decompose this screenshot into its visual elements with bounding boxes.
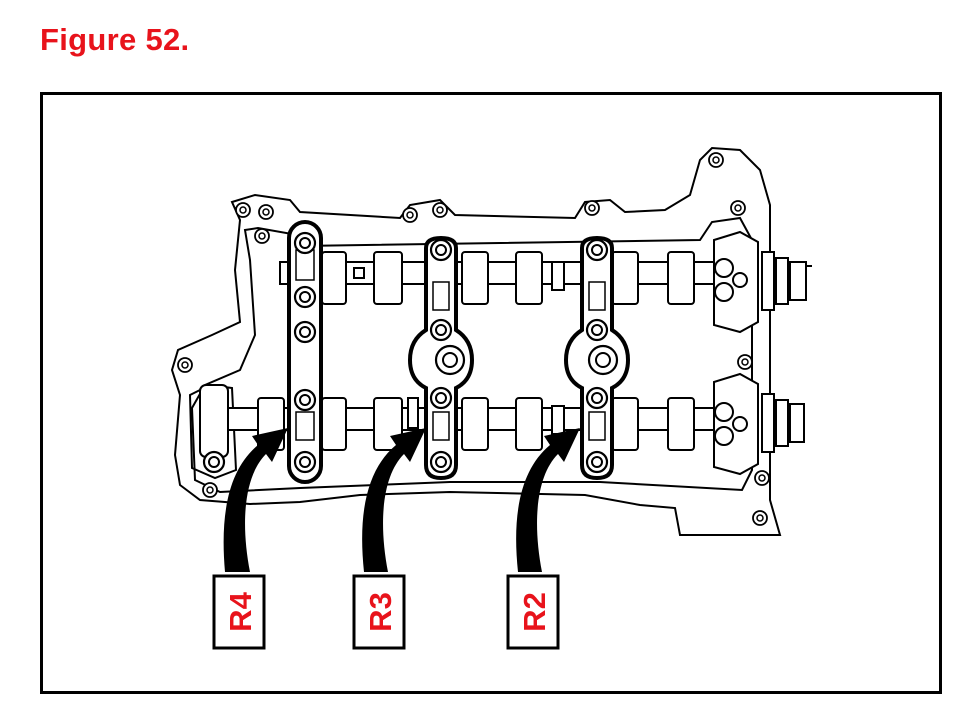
label-r2-text: R2	[517, 592, 552, 632]
label-r3: R3	[352, 574, 406, 650]
perimeter-bolts	[177, 152, 770, 526]
arrow-r4	[223, 428, 288, 572]
end-cap-left	[199, 384, 229, 474]
bearing-cap-r2	[563, 235, 631, 481]
diagram-frame	[40, 92, 942, 694]
bearing-cap-r4	[287, 220, 323, 484]
bearing-cap-r3	[407, 235, 475, 481]
callout-arrows	[223, 428, 580, 572]
label-r3-text: R3	[363, 592, 398, 632]
upper-camshaft	[279, 251, 721, 305]
label-r4: R4	[212, 574, 266, 650]
label-r2: R2	[506, 574, 560, 650]
arrow-r3	[362, 428, 426, 572]
figure-title: Figure 52.	[40, 22, 190, 57]
cam-gear-upper	[713, 230, 812, 334]
cam-gear-lower	[713, 372, 805, 476]
arrow-r2	[516, 428, 580, 572]
label-r4-text: R4	[223, 591, 258, 631]
